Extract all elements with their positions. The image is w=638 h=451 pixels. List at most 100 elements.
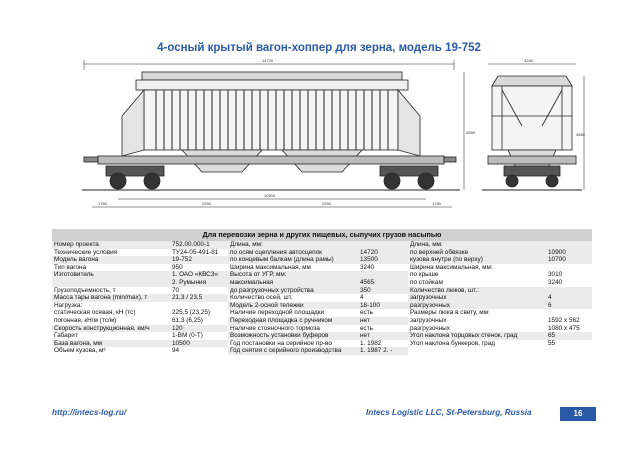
spec-label: Изготовитель xyxy=(54,271,94,279)
spec-label: Нагрузка: статическая осевая, кН (тс) по… xyxy=(54,301,136,324)
spec-label: Количество люков, шт.: загрузочных разгр… xyxy=(410,286,479,309)
spec-value: нет xyxy=(360,332,370,340)
spec-label: Угол наклона бункеров, град xyxy=(410,339,495,347)
spec-value: 1-ВМ (0-Т) xyxy=(172,332,203,340)
spec-value: есть xyxy=(360,324,374,332)
spec-value: 1. 1982 xyxy=(360,339,382,347)
specs-column-3: Длина, мм: по верхней обвязке кузова вну… xyxy=(408,241,592,355)
spec-label: Габарит xyxy=(54,332,78,340)
spec-value: 4 6 xyxy=(548,294,552,309)
spec-label: Длина, мм: по осям сцепления автосцепок … xyxy=(230,241,334,264)
spec-row: Нагрузка: статическая осевая, кН (тс) по… xyxy=(52,302,228,325)
spec-value: 1. 1987 2. - xyxy=(360,347,393,355)
footer-url[interactable]: http://intecs-log.ru/ xyxy=(52,408,127,417)
dim-end-width: 3240 xyxy=(524,58,534,63)
spec-row: Ширина максимальная, мм 3240 xyxy=(228,264,408,272)
spec-row: Количество люков, шт.: загрузочных разгр… xyxy=(408,286,592,310)
dim-top: 14720 xyxy=(262,58,274,63)
specs-table: Для перевозки зерна и других пищевых, сы… xyxy=(52,229,592,355)
dim-right: 1750 xyxy=(432,201,442,206)
specs-column-2: Длина, мм: по осям сцепления автосцепок … xyxy=(228,241,408,355)
spec-label: Угол наклона торцовых стенок, град xyxy=(410,332,518,340)
spec-label: Высота от УГР, мм: максимальная до разгр… xyxy=(230,271,314,294)
spec-row: Масса тары вагона (min/max), т 21,3 / 23,… xyxy=(52,294,228,302)
spec-row: Переходная площадка с ручником нет xyxy=(228,316,408,325)
spec-label: Год снятия с серийного производства xyxy=(230,347,342,355)
spec-label: Год постановки на серийное пр-во xyxy=(230,339,332,347)
footer-company: Intecs Logistic LLC, St-Petersburg, Russ… xyxy=(366,408,532,417)
spec-label: Модель 2-осной тележки xyxy=(230,301,304,309)
spec-row: Длина, мм: по осям сцепления автосцепок … xyxy=(228,241,408,264)
dim-base: 10500 xyxy=(264,193,276,198)
dim-end-height: 4565 xyxy=(576,132,586,137)
spec-value: 3240 xyxy=(360,263,375,271)
spec-value: 3010 3240 xyxy=(548,271,563,286)
spec-value: 1. ОАО «КВСЗ» 2. Румыния xyxy=(172,271,219,286)
spec-value: 65 xyxy=(548,332,556,340)
spec-row: Возможность установки буферов нет xyxy=(228,332,408,340)
spec-value: 55 xyxy=(548,339,556,347)
spec-value: 70 xyxy=(172,286,180,294)
spec-row: Номер проекта 752.00.000-1 xyxy=(52,241,228,249)
spec-value: 4 xyxy=(360,294,364,302)
dim-a: 2250 xyxy=(202,201,212,206)
spec-value: 752.00.000-1 xyxy=(172,241,210,248)
spec-label: Наличие стояночного тормоза xyxy=(230,324,320,332)
side-view xyxy=(82,60,465,208)
spec-value: 10900 10700 xyxy=(548,248,566,264)
spec-row: Ширина максимальная, мм: по крыше по сто… xyxy=(408,264,592,287)
spec-row: Скорость конструкционная, км/ч 120 xyxy=(52,324,228,333)
spec-label: Размеры люка в свету, мм: загрузочных ра… xyxy=(410,309,490,332)
spec-value: 14720 13500 xyxy=(360,248,378,264)
spec-value: 19-752 xyxy=(172,256,192,264)
spec-row: Габарит 1-ВМ (0-Т) xyxy=(52,332,228,340)
spec-row: Год постановки на серийное пр-во 1. 1982 xyxy=(228,340,408,348)
spec-row: Модель 2-осной тележки 18-100 xyxy=(228,301,408,310)
wagon-drawing: 14720 10500 2250 2250 1750 1750 4565 324… xyxy=(82,58,586,208)
page-title: 4-осный крытый вагон-хоппер для зерна, м… xyxy=(157,42,481,54)
spec-row: Модель вагона 19-752 xyxy=(52,256,228,264)
spec-row: Угол наклона торцовых стенок, град 65 xyxy=(408,332,592,340)
spec-value: 120 xyxy=(172,324,183,332)
spec-row: Длина, мм: по верхней обвязке кузова вну… xyxy=(408,241,592,264)
spec-label: Модель вагона xyxy=(54,256,99,264)
spec-row: Год снятия с серийного производства 1. 19… xyxy=(228,347,408,355)
dim-left: 1750 xyxy=(98,201,108,206)
spec-label: Наличие переходной площадки xyxy=(230,309,325,317)
spec-label: База вагона, мм xyxy=(54,339,102,347)
spec-row: Грузоподъемность, т 70 xyxy=(52,287,228,295)
spec-value: нет xyxy=(360,316,370,324)
spec-label: Скорость конструкционная, км/ч xyxy=(54,324,150,332)
spec-row: База вагона, мм 10500 xyxy=(52,339,228,348)
spec-value: 18-100 xyxy=(360,301,380,309)
spec-value: есть xyxy=(360,309,374,317)
spec-value: 94 xyxy=(172,347,180,355)
page-number: 16 xyxy=(560,407,596,421)
spec-label: Ширина максимальная, мм xyxy=(230,263,311,271)
spec-label: Масса тары вагона (min/max), т xyxy=(54,294,148,302)
spec-value: 10500 xyxy=(172,339,190,347)
spec-row: Угол наклона бункеров, град 55 xyxy=(408,340,592,348)
dim-height: 4565 xyxy=(466,130,476,135)
spec-value: 1592 x 562 1080 x 475 xyxy=(548,316,580,332)
spec-value: 4565 350 xyxy=(360,278,375,294)
spec-label: Возможность установки буферов xyxy=(230,332,329,340)
spec-label: Количество осей, шт. xyxy=(230,294,293,302)
spec-row: Наличие переходной площадки есть xyxy=(228,309,408,317)
spec-label: Грузоподъемность, т xyxy=(54,286,116,294)
end-view xyxy=(482,63,585,191)
dim-b: 2250 xyxy=(322,201,332,206)
spec-label: Переходная площадка с ручником xyxy=(230,316,333,324)
spec-row: Высота от УГР, мм: максимальная до разгр… xyxy=(228,271,408,295)
spec-label: Номер проекта xyxy=(54,241,99,248)
spec-value: 21,3 / 23,5 xyxy=(172,294,203,302)
spec-row: Количество осей, шт. 4 xyxy=(228,294,408,302)
spec-value: 950 xyxy=(172,263,183,271)
spec-label: Ширина максимальная, мм: по крыше по сто… xyxy=(410,263,493,286)
spec-label: Длина, мм: по верхней обвязке кузова вну… xyxy=(410,241,483,264)
spec-label: Технические условия xyxy=(54,248,118,256)
